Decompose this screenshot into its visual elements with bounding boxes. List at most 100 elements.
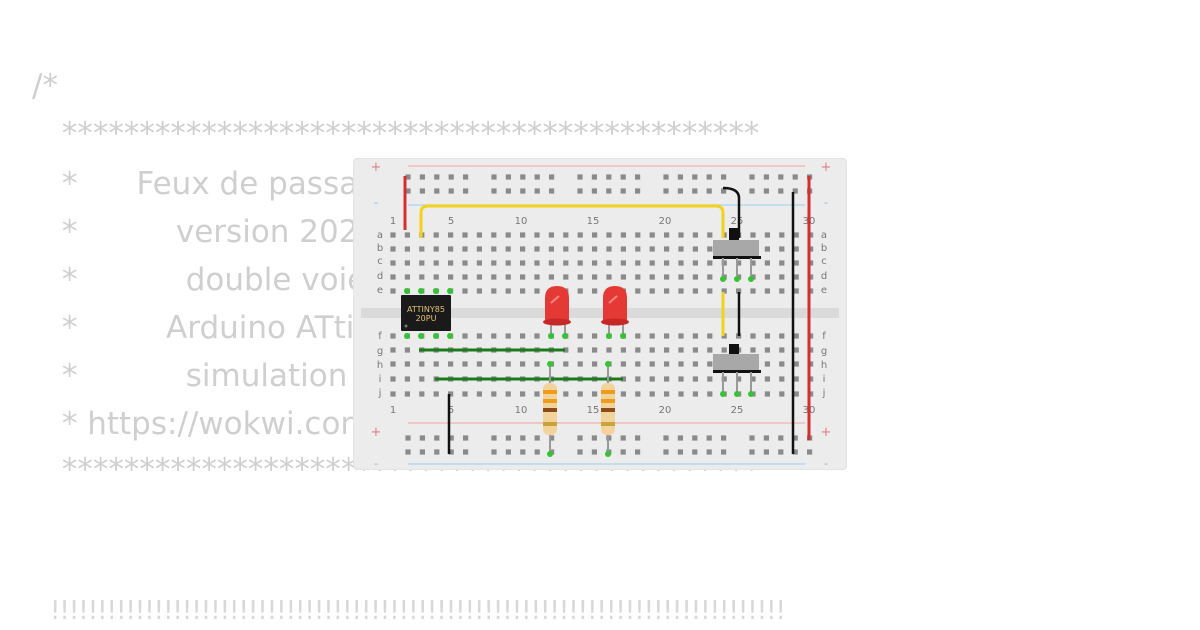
- breadboard-hole[interactable]: [548, 260, 554, 266]
- breadboard-hole[interactable]: [793, 288, 799, 294]
- breadboard-hole[interactable]: [448, 361, 454, 367]
- breadboard-hole[interactable]: [549, 188, 555, 194]
- breadboard-hole[interactable]: [792, 188, 798, 194]
- breadboard-hole[interactable]: [419, 246, 425, 252]
- breadboard-hole[interactable]: [692, 376, 698, 382]
- breadboard-hole[interactable]: [606, 232, 612, 238]
- breadboard-hole[interactable]: [592, 246, 598, 252]
- breadboard-hole[interactable]: [764, 288, 770, 294]
- breadboard-hole[interactable]: [404, 347, 410, 353]
- breadboard-hole[interactable]: [534, 188, 540, 194]
- breadboard-hole[interactable]: [779, 260, 785, 266]
- wire-black-top[interactable]: [722, 186, 741, 238]
- breadboard-hole[interactable]: [635, 188, 641, 194]
- breadboard-hole[interactable]: [534, 232, 540, 238]
- breadboard-hole[interactable]: [764, 246, 770, 252]
- breadboard-hole[interactable]: [505, 449, 511, 455]
- breadboard-hole[interactable]: [419, 188, 425, 194]
- breadboard-hole[interactable]: [448, 274, 454, 280]
- breadboard-hole[interactable]: [678, 246, 684, 252]
- breadboard-hole[interactable]: [721, 174, 727, 180]
- breadboard[interactable]: + + + + - - - - 1 5 10 15 20 25 30 1 5 1…: [353, 158, 847, 470]
- breadboard-hole[interactable]: [448, 232, 454, 238]
- breadboard-hole[interactable]: [663, 174, 669, 180]
- breadboard-hole[interactable]: [591, 449, 597, 455]
- breadboard-hole[interactable]: [419, 376, 425, 382]
- slide-switch-bottom[interactable]: [713, 344, 761, 392]
- breadboard-hole[interactable]: [563, 347, 569, 353]
- breadboard-hole[interactable]: [505, 435, 511, 441]
- breadboard-hole[interactable]: [635, 361, 641, 367]
- breadboard-hole[interactable]: [463, 174, 469, 180]
- breadboard-hole[interactable]: [433, 232, 439, 238]
- breadboard-hole[interactable]: [635, 449, 641, 455]
- breadboard-hole[interactable]: [520, 232, 526, 238]
- breadboard-hole[interactable]: [476, 274, 482, 280]
- breadboard-hole[interactable]: [808, 333, 814, 339]
- breadboard-hole[interactable]: [779, 376, 785, 382]
- breadboard-hole[interactable]: [549, 435, 555, 441]
- breadboard-hole[interactable]: [534, 288, 540, 294]
- breadboard-hole[interactable]: [405, 174, 411, 180]
- breadboard-hole[interactable]: [692, 333, 698, 339]
- breadboard-hole[interactable]: [706, 449, 712, 455]
- breadboard-hole[interactable]: [678, 288, 684, 294]
- breadboard-hole[interactable]: [707, 361, 713, 367]
- breadboard-hole[interactable]: [534, 449, 540, 455]
- breadboard-hole[interactable]: [793, 361, 799, 367]
- breadboard-hole[interactable]: [592, 347, 598, 353]
- breadboard-hole[interactable]: [793, 232, 799, 238]
- breadboard-hole[interactable]: [520, 288, 526, 294]
- breadboard-hole[interactable]: [390, 361, 396, 367]
- breadboard-hole[interactable]: [778, 449, 784, 455]
- breadboard-hole[interactable]: [491, 333, 497, 339]
- breadboard-hole[interactable]: [620, 361, 626, 367]
- breadboard-hole[interactable]: [792, 449, 798, 455]
- breadboard-hole[interactable]: [678, 333, 684, 339]
- breadboard-hole[interactable]: [404, 274, 410, 280]
- breadboard-hole[interactable]: [548, 274, 554, 280]
- breadboard-hole[interactable]: [677, 174, 683, 180]
- breadboard-hole[interactable]: [721, 260, 727, 266]
- breadboard-hole[interactable]: [678, 260, 684, 266]
- breadboard-hole[interactable]: [476, 246, 482, 252]
- breadboard-hole[interactable]: [721, 188, 727, 194]
- breadboard-hole[interactable]: [779, 288, 785, 294]
- breadboard-hole[interactable]: [620, 347, 626, 353]
- breadboard-hole[interactable]: [779, 347, 785, 353]
- breadboard-hole[interactable]: [749, 174, 755, 180]
- breadboard-hole[interactable]: [678, 274, 684, 280]
- breadboard-hole[interactable]: [649, 333, 655, 339]
- breadboard-hole[interactable]: [462, 260, 468, 266]
- breadboard-hole[interactable]: [620, 449, 626, 455]
- breadboard-hole[interactable]: [404, 361, 410, 367]
- breadboard-hole[interactable]: [635, 391, 641, 397]
- led-right[interactable]: [601, 286, 629, 336]
- breadboard-hole[interactable]: [491, 449, 497, 455]
- resistor-left[interactable]: [543, 364, 557, 454]
- breadboard-hole[interactable]: [491, 435, 497, 441]
- breadboard-hole[interactable]: [707, 347, 713, 353]
- breadboard-hole[interactable]: [434, 174, 440, 180]
- breadboard-hole[interactable]: [491, 361, 497, 367]
- breadboard-hole[interactable]: [763, 174, 769, 180]
- breadboard-hole[interactable]: [491, 246, 497, 252]
- breadboard-hole[interactable]: [606, 246, 612, 252]
- breadboard-hole[interactable]: [549, 174, 555, 180]
- breadboard-hole[interactable]: [606, 174, 612, 180]
- breadboard-hole[interactable]: [620, 260, 626, 266]
- breadboard-hole[interactable]: [419, 449, 425, 455]
- breadboard-hole[interactable]: [635, 333, 641, 339]
- breadboard-hole[interactable]: [577, 274, 583, 280]
- breadboard-hole[interactable]: [404, 260, 410, 266]
- breadboard-hole[interactable]: [677, 188, 683, 194]
- breadboard-hole[interactable]: [664, 333, 670, 339]
- led-left[interactable]: [543, 286, 571, 336]
- breadboard-hole[interactable]: [390, 260, 396, 266]
- breadboard-hole[interactable]: [764, 361, 770, 367]
- breadboard-hole[interactable]: [793, 347, 799, 353]
- attiny85-chip[interactable]: ATTINY85 20PU: [401, 295, 451, 331]
- breadboard-hole[interactable]: [649, 288, 655, 294]
- breadboard-hole[interactable]: [620, 188, 626, 194]
- breadboard-hole[interactable]: [649, 274, 655, 280]
